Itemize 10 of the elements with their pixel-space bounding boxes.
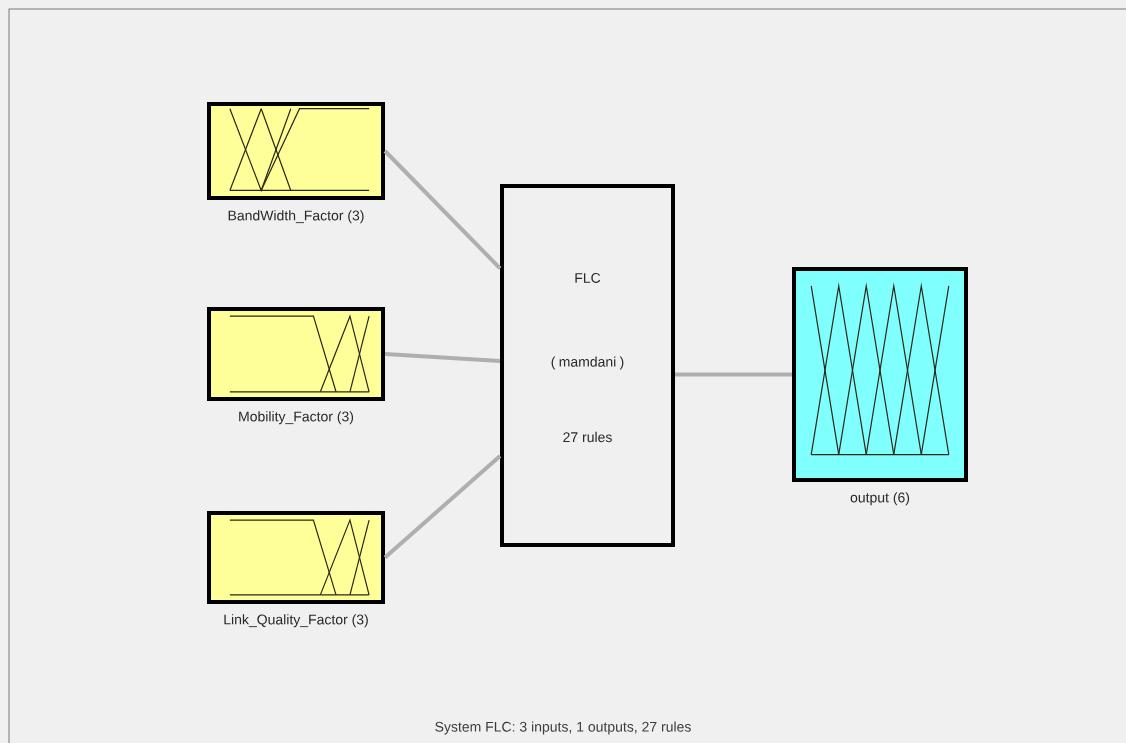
system-box: FLC ( mamdani ) 27 rules <box>500 184 675 547</box>
connector-line <box>384 352 501 363</box>
connector-line <box>383 149 502 270</box>
variable-label: Mobility_Factor (3) <box>239 411 354 425</box>
connector-line <box>675 372 792 377</box>
connector-line <box>383 454 502 559</box>
status-caption: System FLC: 3 inputs, 1 outputs, 27 rules <box>435 721 691 735</box>
variable-label: Link_Quality_Factor (3) <box>224 614 368 628</box>
variable-label: BandWidth_Factor (3) <box>228 210 364 224</box>
variable-label: output (6) <box>850 492 910 506</box>
